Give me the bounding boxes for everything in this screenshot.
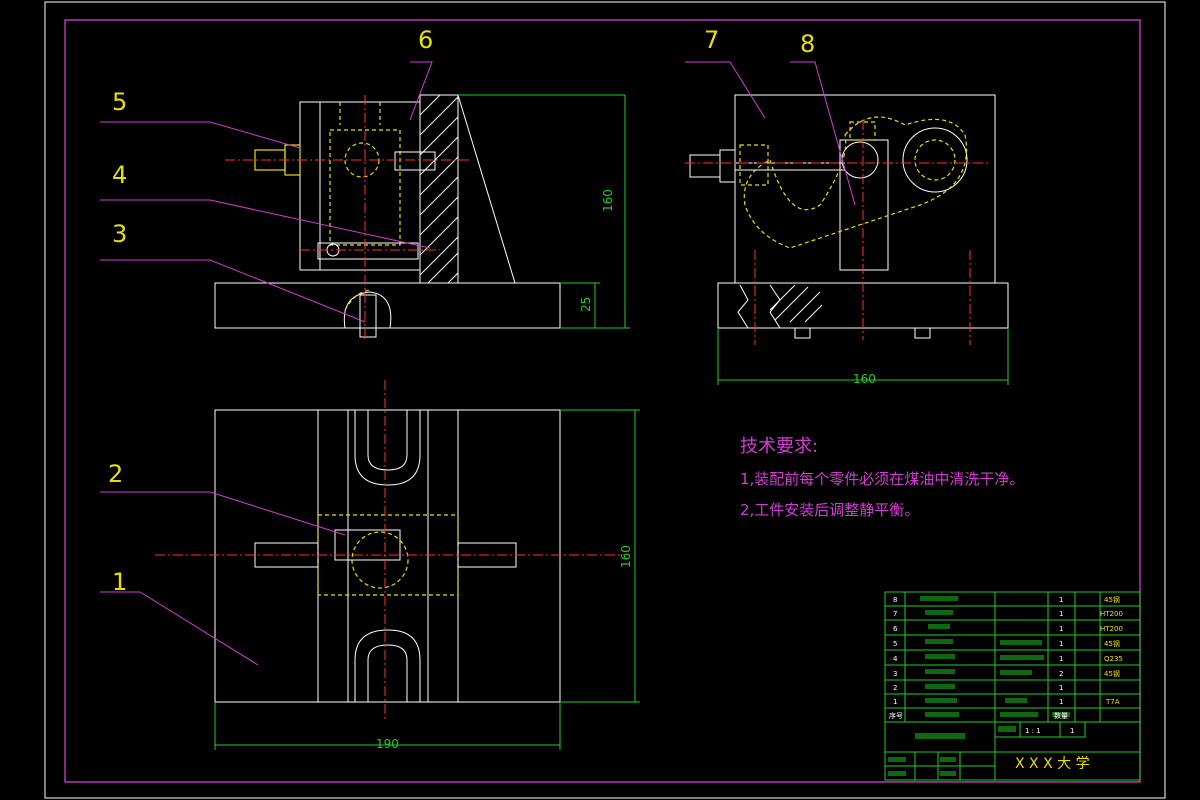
part-label-6: 6	[418, 26, 433, 54]
dim-top-width: 190	[376, 737, 399, 751]
title-block	[884, 591, 1141, 781]
part-label-2: 2	[108, 460, 123, 488]
tb-row-material: 45钢	[1104, 595, 1120, 604]
tb-header-no: 序号	[889, 711, 903, 720]
part-label-7: 7	[704, 26, 719, 54]
outer-frame	[44, 1, 1166, 799]
tb-scale-ratio: 1 : 1	[1025, 727, 1041, 735]
tb-row-material: 45钢	[1104, 669, 1120, 678]
tb-header-qty: 数量	[1054, 711, 1068, 720]
tb-row-qty: 1	[1059, 625, 1063, 633]
inner-frame	[64, 19, 1141, 783]
dim-top-height: 160	[619, 545, 633, 568]
requirement-item-1: 1,装配前每个零件必须在煤油中清洗干净。	[740, 470, 1024, 488]
tb-university: X X X 大 学	[1015, 756, 1090, 772]
leader-lines	[100, 61, 856, 666]
tb-row-qty: 1	[1059, 684, 1063, 692]
tb-row-qty: 2	[1059, 670, 1063, 678]
tb-row-no: 7	[893, 610, 897, 618]
tb-row-material: Q235	[1104, 655, 1123, 663]
tb-row-qty: 1	[1059, 610, 1063, 618]
tb-row-material: HT200	[1100, 625, 1123, 633]
tb-row-qty: 1	[1059, 655, 1063, 663]
top-view	[155, 380, 640, 750]
requirement-item-2: 2,工件安装后调整静平衡。	[740, 501, 919, 519]
tb-row-material: T7A	[1105, 698, 1120, 706]
part-label-1: 1	[112, 568, 127, 596]
part-label-8: 8	[800, 30, 815, 58]
dim-side-width: 160	[853, 372, 876, 386]
tb-row-qty: 1	[1059, 596, 1063, 604]
tb-row-no: 6	[893, 625, 898, 633]
tb-row-no: 4	[893, 655, 898, 663]
tb-row-no: 2	[893, 684, 897, 692]
dim-base-height: 25	[579, 297, 593, 312]
tb-row-no: 1	[893, 698, 897, 706]
side-view	[685, 94, 1009, 385]
part-label-5: 5	[112, 88, 127, 116]
title-block-rows: 8 1 45钢 7 1 HT200 6 1 HT200 5 1 45钢 4 1 …	[889, 595, 1123, 735]
tb-row-no: 8	[893, 596, 897, 604]
tb-row-qty: 1	[1059, 640, 1063, 648]
tb-row-material: HT200	[1100, 610, 1123, 618]
front-view	[214, 94, 630, 340]
tb-row-no: 5	[893, 640, 897, 648]
tb-row-material: 45钢	[1104, 639, 1120, 648]
tb-row-no: 3	[893, 670, 897, 678]
tb-row-qty: 1	[1059, 698, 1063, 706]
dim-front-height: 160	[601, 189, 615, 212]
tb-sheet: 1	[1070, 727, 1074, 735]
part-label-3: 3	[112, 220, 127, 248]
requirements-title: 技术要求:	[740, 436, 818, 457]
part-label-4: 4	[112, 161, 127, 189]
